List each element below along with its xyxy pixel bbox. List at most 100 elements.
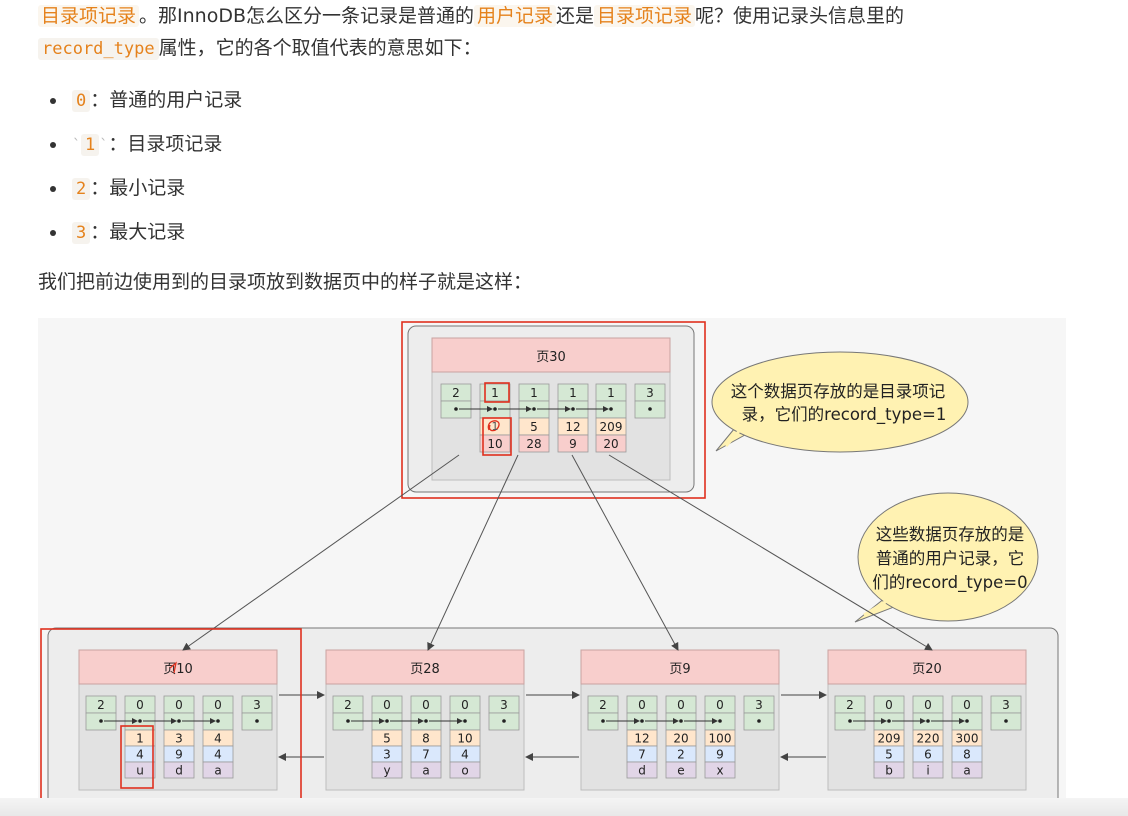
callout-top-line-2: 录，它们的record_type=1 bbox=[742, 405, 947, 425]
term-directory-record: 目录项记录 bbox=[38, 5, 140, 27]
leaf-record-col3-label: b bbox=[885, 764, 893, 778]
record-pointer-dot bbox=[1004, 719, 1008, 723]
record-pointer-dot bbox=[848, 719, 852, 723]
callout-leaf bbox=[857, 492, 1039, 622]
leaf-record-key-label: 1 bbox=[136, 732, 144, 746]
leaf-record-col3 bbox=[704, 761, 736, 779]
leaf-record-col2-label: 7 bbox=[422, 748, 430, 762]
record-pointer-dot bbox=[99, 719, 103, 723]
root-record-key-label: 209 bbox=[600, 420, 623, 434]
highlight-type-box bbox=[484, 382, 510, 403]
root-record-type-label: 1 bbox=[491, 386, 499, 400]
leaf-record-col3-label: i bbox=[926, 764, 929, 778]
leaf-record-col3-label: o bbox=[461, 764, 468, 778]
leaf-page-title: 页20 bbox=[912, 662, 942, 677]
type-code: 3 bbox=[72, 222, 91, 244]
leaf-record-col3-label: a bbox=[214, 764, 221, 778]
record-pointer-dot bbox=[493, 407, 497, 411]
leaf-page-header bbox=[325, 649, 525, 685]
leaf-record-type-label: 0 bbox=[214, 698, 222, 712]
record-pointer-dot bbox=[138, 719, 142, 723]
list-item: 0：普通的用户记录 bbox=[38, 82, 242, 126]
record-pointer-dot bbox=[502, 719, 506, 723]
leaf-record-type-label: 2 bbox=[846, 698, 854, 712]
leaf-record-col2-label: 5 bbox=[885, 748, 893, 762]
leaf-record-type-label: 3 bbox=[253, 698, 261, 712]
bottom-scroll-area bbox=[0, 798, 1128, 816]
callout-leaf-line-3: 们的record_type=0 bbox=[872, 573, 1027, 593]
type-label: ：最小记录 bbox=[90, 177, 186, 199]
leaf-record-col3 bbox=[124, 761, 156, 779]
leaf-record-col3 bbox=[912, 761, 944, 779]
leaf-record-col3 bbox=[371, 761, 403, 779]
leaf-record-key-label: 4 bbox=[214, 732, 222, 746]
callout-leaf-line-1: 这些数据页存放的是 bbox=[876, 525, 1025, 544]
root-record-type-label: 1 bbox=[530, 386, 538, 400]
leaf-record-type-label: 0 bbox=[885, 698, 893, 712]
root-record-type-label: 1 bbox=[607, 386, 615, 400]
leaf-record-col3-label: d bbox=[175, 764, 183, 778]
leaf-record-col2-label: 4 bbox=[461, 748, 469, 762]
leaf-record-type-label: 0 bbox=[422, 698, 430, 712]
record-pointer-dot bbox=[346, 719, 350, 723]
leaf-record-type-label: 0 bbox=[677, 698, 685, 712]
leaf-record-type-label: 3 bbox=[1002, 698, 1010, 712]
leaf-record-col3-label: x bbox=[716, 764, 723, 778]
leaf-record-col2-label: 6 bbox=[924, 748, 932, 762]
root-page-title: 页30 bbox=[536, 350, 566, 365]
root-record-type-label: 3 bbox=[646, 386, 654, 400]
leaf-page-header bbox=[78, 649, 278, 685]
root-record-key-label: 12 bbox=[565, 420, 580, 434]
leaf-record-col2-label: 7 bbox=[638, 748, 646, 762]
type-label: ：目录项记录 bbox=[108, 133, 223, 155]
leaf-record-key-label: 3 bbox=[175, 732, 183, 746]
leaf-record-type-label: 0 bbox=[175, 698, 183, 712]
record-pointer-dot bbox=[718, 719, 722, 723]
record-pointer-dot bbox=[532, 407, 536, 411]
leaf-record-col3-label: u bbox=[136, 764, 144, 778]
leaf-record-col3-label: y bbox=[383, 764, 390, 778]
first-key-scribble bbox=[487, 420, 500, 432]
root-page-header bbox=[431, 337, 671, 373]
leaf-record-col3 bbox=[951, 761, 983, 779]
leaf-record-key-label: 8 bbox=[422, 732, 430, 746]
type-label: ：普通的用户记录 bbox=[90, 89, 243, 111]
term-user-record: 用户记录 bbox=[474, 5, 557, 27]
root-record-type-label: 2 bbox=[452, 386, 460, 400]
root-record-page-no bbox=[557, 434, 589, 453]
leaf-record-col3 bbox=[873, 761, 905, 779]
type-code: 2 bbox=[72, 178, 91, 200]
child-page-pointer bbox=[571, 454, 679, 651]
leaf-record-col3 bbox=[163, 761, 195, 779]
leaf-record-col3 bbox=[410, 761, 442, 779]
leaf-record-type-label: 3 bbox=[755, 698, 763, 712]
record-pointer-dot bbox=[601, 719, 605, 723]
term-directory-record-2: 目录项记录 bbox=[594, 5, 696, 27]
leaf-record-col3 bbox=[626, 761, 658, 779]
callout-leaf-tail-mask bbox=[863, 592, 899, 617]
leaf-record-type-label: 0 bbox=[136, 698, 144, 712]
leaf-page-header bbox=[827, 649, 1027, 685]
leaf-record-col3 bbox=[449, 761, 481, 779]
leaf-record-col3 bbox=[202, 761, 234, 779]
record-pointer-dot bbox=[454, 407, 458, 411]
leaf-record-type-label: 2 bbox=[599, 698, 607, 712]
leaf-page-header bbox=[580, 649, 780, 685]
intro-text-1: 。那InnoDB怎么区分一条记录是普通的 bbox=[139, 5, 474, 27]
type-code: 0 bbox=[72, 90, 91, 112]
leaf-record-key-label: 209 bbox=[878, 732, 901, 746]
leaf-record-key-label: 10 bbox=[457, 732, 472, 746]
leaf-page-title: 页9 bbox=[669, 662, 690, 677]
leaf-record-col2-label: 9 bbox=[175, 748, 183, 762]
leaf-record-type-label: 0 bbox=[963, 698, 971, 712]
root-record-key-label: 5 bbox=[530, 420, 538, 434]
record-pointer-dot bbox=[609, 407, 613, 411]
leaf-record-col2-label: 8 bbox=[963, 748, 971, 762]
record-pointer-dot bbox=[424, 719, 428, 723]
leaf-record-col3 bbox=[665, 761, 697, 779]
leaf-record-type-label: 2 bbox=[97, 698, 105, 712]
record-pointer-dot bbox=[926, 719, 930, 723]
type-code: 1 bbox=[81, 134, 100, 156]
highlight-root-box bbox=[401, 321, 706, 499]
leaf-record-key-label: 100 bbox=[709, 732, 732, 746]
